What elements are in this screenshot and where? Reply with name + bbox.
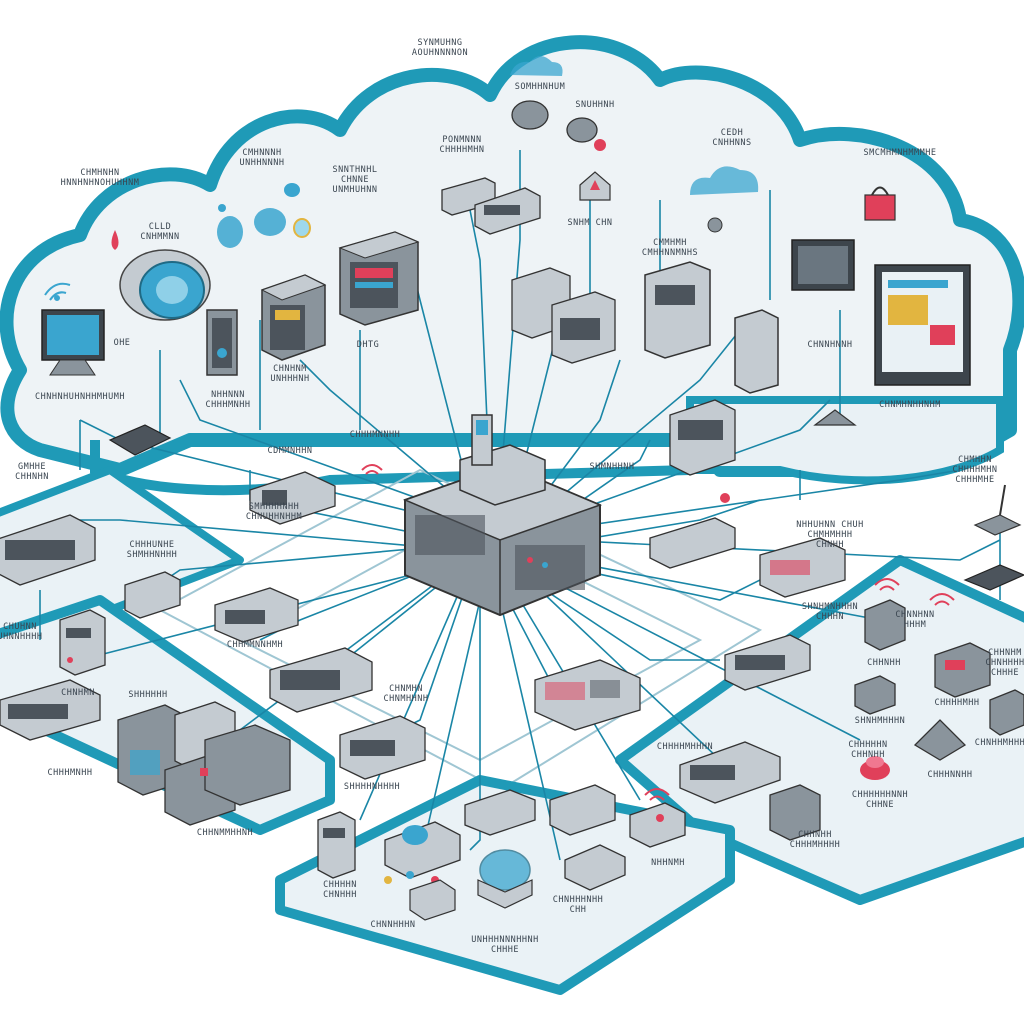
device-box-bottom-right [629, 802, 686, 848]
device-tower-bottom [317, 811, 356, 879]
device-tower-right-2 [734, 309, 779, 394]
device-gear-bottom [564, 844, 626, 891]
device-keyboard-left [108, 424, 172, 456]
device-cloud-right [690, 166, 759, 233]
device-pyramid-right [913, 719, 967, 761]
device-cloud-bottom [477, 849, 533, 909]
device-tower-left [59, 609, 106, 676]
device-router-right-mid [669, 399, 736, 476]
central-hub [402, 414, 603, 617]
device-wifi-right [644, 578, 955, 801]
device-cube-right-3 [854, 675, 896, 715]
device-router-mid-left [249, 471, 336, 525]
device-server-cloud [511, 267, 616, 364]
device-monitor-left [41, 309, 105, 376]
device-wifi-left [44, 282, 71, 301]
device-rack-tall [206, 309, 238, 376]
device-cube-right-1 [864, 599, 906, 651]
device-bubbles [217, 183, 311, 248]
device-small-tower [813, 409, 857, 426]
device-device-mid-right [649, 493, 736, 569]
device-drop-left [111, 230, 119, 250]
device-router-bottom [464, 784, 616, 836]
device-cube-right-2 [934, 642, 991, 698]
device-router-center-low [339, 715, 426, 780]
device-monitor-right-small [791, 239, 855, 291]
device-camera-cylinder [119, 249, 211, 321]
device-tower-right [644, 261, 711, 359]
device-beacon-right [860, 756, 890, 780]
device-server-center [534, 659, 641, 731]
device-router-center-right [724, 634, 811, 691]
device-cubes-left [117, 701, 291, 826]
device-cube-right-4 [989, 689, 1024, 736]
device-printer-center [679, 741, 781, 804]
device-house-icon [579, 171, 611, 201]
device-scanner-bottom [384, 821, 461, 879]
cloud-inner-highlight [247, 74, 339, 103]
cloud-inner-shelf-right [686, 396, 1004, 485]
device-router-mid [214, 587, 299, 643]
device-rack-left [0, 679, 101, 741]
device-switch-mid-left [124, 571, 181, 619]
device-cluster-top [511, 100, 606, 151]
device-cabinet-left [260, 274, 327, 361]
device-switch-left [0, 514, 96, 586]
device-server-right [759, 537, 846, 598]
device-patch-panel [269, 647, 373, 713]
device-wifi-mid [361, 464, 383, 475]
device-monitor-right-large [874, 264, 971, 386]
device-figures-bottom [384, 871, 456, 921]
device-grid-right [963, 564, 1024, 591]
device-cloud-icon [510, 56, 563, 76]
device-antenna-right [973, 484, 1022, 536]
device-switch-top [441, 177, 541, 235]
device-lock-icon [864, 186, 896, 221]
device-box-right-low [769, 784, 821, 841]
device-cabinet-center [338, 231, 420, 326]
